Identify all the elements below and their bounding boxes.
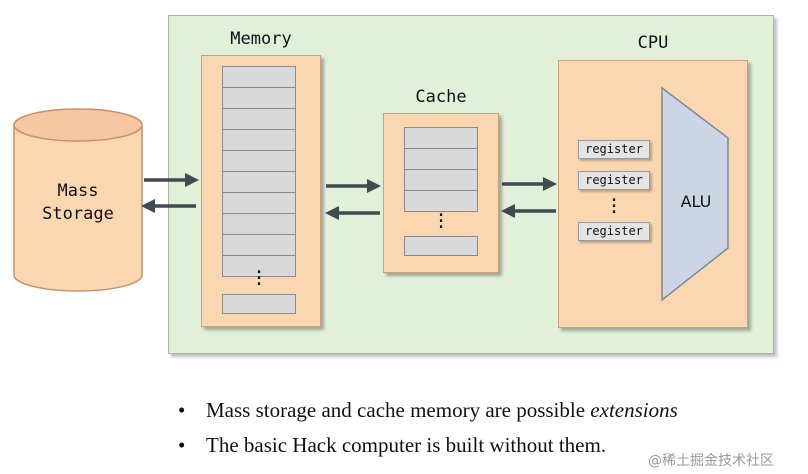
alu-label: ALU <box>680 192 712 211</box>
memory-cell-last <box>222 294 296 314</box>
bullet-marker: • <box>178 398 186 422</box>
cache-cells <box>404 127 478 212</box>
register-1: register <box>578 140 650 159</box>
register-3: register <box>578 222 650 241</box>
memory-cell <box>222 109 296 130</box>
alu-shape <box>661 86 729 302</box>
bullet-text: Mass storage and cache memory are possib… <box>206 398 678 423</box>
memory-cell <box>222 214 296 235</box>
memory-cell <box>222 130 296 151</box>
bullet-text: The basic Hack computer is built without… <box>206 433 607 457</box>
bullet-marker: • <box>178 433 186 457</box>
memory-cell <box>222 172 296 193</box>
memory-cell <box>222 66 296 88</box>
mass-storage-label-line2: Storage <box>42 204 114 224</box>
cache-cell <box>404 127 478 149</box>
memory-cell <box>222 193 296 214</box>
mass-storage-label-line1: Mass <box>57 181 99 201</box>
cache-cell <box>404 170 478 191</box>
memory-ellipsis: ··· <box>253 262 265 295</box>
bullet-emphasis: extensions <box>590 398 678 422</box>
mass-storage-label: Mass Storage <box>14 180 142 226</box>
mass-storage-cylinder <box>13 108 143 292</box>
cache-cell <box>404 149 478 170</box>
watermark: @稀土掘金技术社区 <box>648 453 774 469</box>
cache-ellipsis: ··· <box>435 205 447 238</box>
cache-title: Cache <box>415 87 467 107</box>
memory-cell <box>222 256 296 277</box>
memory-cell <box>222 235 296 256</box>
memory-title: Memory <box>230 29 292 49</box>
cache-cell <box>404 191 478 212</box>
cpu-title: CPU <box>637 33 669 53</box>
bullet-text-main: Mass storage and cache memory are possib… <box>206 398 591 422</box>
memory-cells <box>222 66 296 277</box>
register-2: register <box>578 171 650 190</box>
memory-cell <box>222 151 296 172</box>
memory-cell <box>222 88 296 109</box>
cache-cell-last <box>404 236 478 256</box>
register-ellipsis: ··· <box>608 190 620 223</box>
